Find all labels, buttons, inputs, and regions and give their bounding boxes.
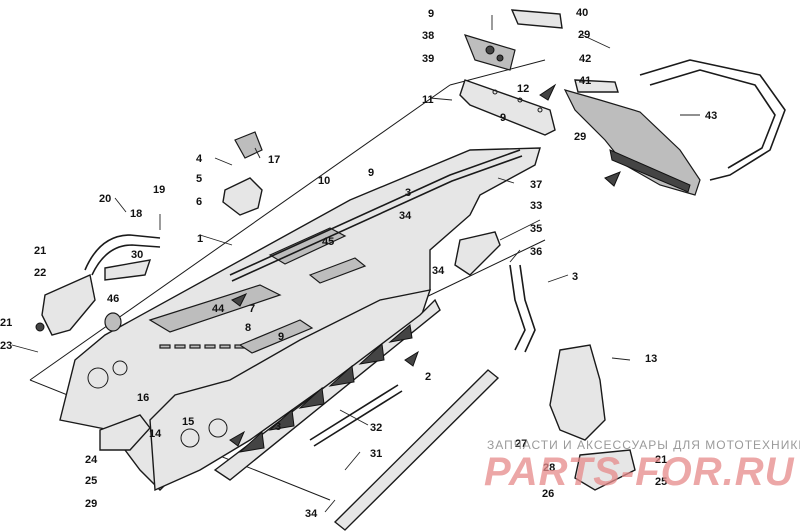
callout-21: 21 xyxy=(655,454,667,466)
callout-42: 42 xyxy=(579,53,591,65)
callout-39: 39 xyxy=(422,53,434,65)
callout-17: 17 xyxy=(268,154,280,166)
callout-6: 6 xyxy=(196,196,202,208)
callout-41: 41 xyxy=(579,75,591,87)
rear-rack xyxy=(639,59,786,181)
callout-3: 3 xyxy=(275,421,281,433)
callout-28: 28 xyxy=(543,462,555,474)
taillight-assembly xyxy=(463,9,563,71)
rear-snowflap xyxy=(563,79,701,196)
callout-14: 14 xyxy=(149,428,162,440)
callout-5: 5 xyxy=(196,173,202,185)
callout-21: 21 xyxy=(0,317,12,329)
callout-34: 34 xyxy=(432,265,445,277)
direction-arrows xyxy=(229,83,621,447)
leader-lines xyxy=(11,15,700,513)
callout-18: 18 xyxy=(130,208,142,220)
callout-34: 34 xyxy=(399,210,412,222)
watermark-logo: PARTS-FOR.RU xyxy=(484,450,795,494)
footrest-brackets xyxy=(99,231,636,491)
tunnel-assembly xyxy=(59,147,541,492)
callout-29: 29 xyxy=(574,131,586,143)
callout-33: 33 xyxy=(530,200,542,212)
callout-44: 44 xyxy=(212,303,225,315)
callout-25: 25 xyxy=(655,476,667,488)
callout-29: 29 xyxy=(578,29,590,41)
callout-12: 12 xyxy=(517,83,529,95)
callout-30: 30 xyxy=(131,249,143,261)
callout-15: 15 xyxy=(182,416,194,428)
callout-25: 25 xyxy=(85,475,97,487)
callout-37: 37 xyxy=(530,179,542,191)
callout-4: 4 xyxy=(196,153,203,165)
callout-9: 9 xyxy=(278,331,284,343)
callout-45: 45 xyxy=(322,236,334,248)
callout-24: 24 xyxy=(85,454,98,466)
callout-9: 9 xyxy=(428,8,434,20)
callout-40: 40 xyxy=(576,7,588,19)
callout-7: 7 xyxy=(249,303,255,315)
callout-32: 32 xyxy=(370,422,382,434)
callout-16: 16 xyxy=(137,392,149,404)
callout-36: 36 xyxy=(530,246,542,258)
callout-11: 11 xyxy=(422,94,434,106)
callout-38: 38 xyxy=(422,30,434,42)
callout-46: 46 xyxy=(107,293,119,305)
callout-27: 27 xyxy=(515,438,527,450)
callout-1: 1 xyxy=(197,233,203,245)
front-bumper-parts xyxy=(35,234,161,336)
tunnel-top-rail xyxy=(229,149,523,282)
callout-2: 2 xyxy=(425,371,431,383)
callout-19: 19 xyxy=(153,184,165,196)
callout-3: 3 xyxy=(405,187,411,199)
callout-34: 34 xyxy=(305,508,318,520)
callout-9: 9 xyxy=(500,112,506,124)
side-panel-holes xyxy=(87,360,228,448)
callout-43: 43 xyxy=(705,110,717,122)
rear-bumper-bracket xyxy=(459,79,556,136)
rear-axle-shafts xyxy=(309,369,500,531)
console-bracket xyxy=(222,131,263,216)
callout-29: 29 xyxy=(85,498,97,510)
callout-35: 35 xyxy=(530,223,542,235)
callout-26: 26 xyxy=(542,488,554,500)
callout-20: 20 xyxy=(99,193,111,205)
callout-22: 22 xyxy=(34,267,46,279)
callout-9: 9 xyxy=(368,167,374,179)
callout-31: 31 xyxy=(370,448,382,460)
callout-21: 21 xyxy=(34,245,46,257)
callout-labels: 1 2 3 3 3 4 5 6 7 8 9 9 9 9 10 11 12 13 … xyxy=(0,7,717,520)
callout-3: 3 xyxy=(572,271,578,283)
callout-13: 13 xyxy=(645,353,657,365)
watermark-tagline: ЗАПЧАСТИ И АКСЕССУАРЫ ДЛЯ МОТОТЕХНИКИ xyxy=(487,438,800,452)
running-board-cutouts xyxy=(238,324,413,453)
callout-8: 8 xyxy=(245,322,251,334)
callout-23: 23 xyxy=(0,340,12,352)
callout-10: 10 xyxy=(318,175,330,187)
